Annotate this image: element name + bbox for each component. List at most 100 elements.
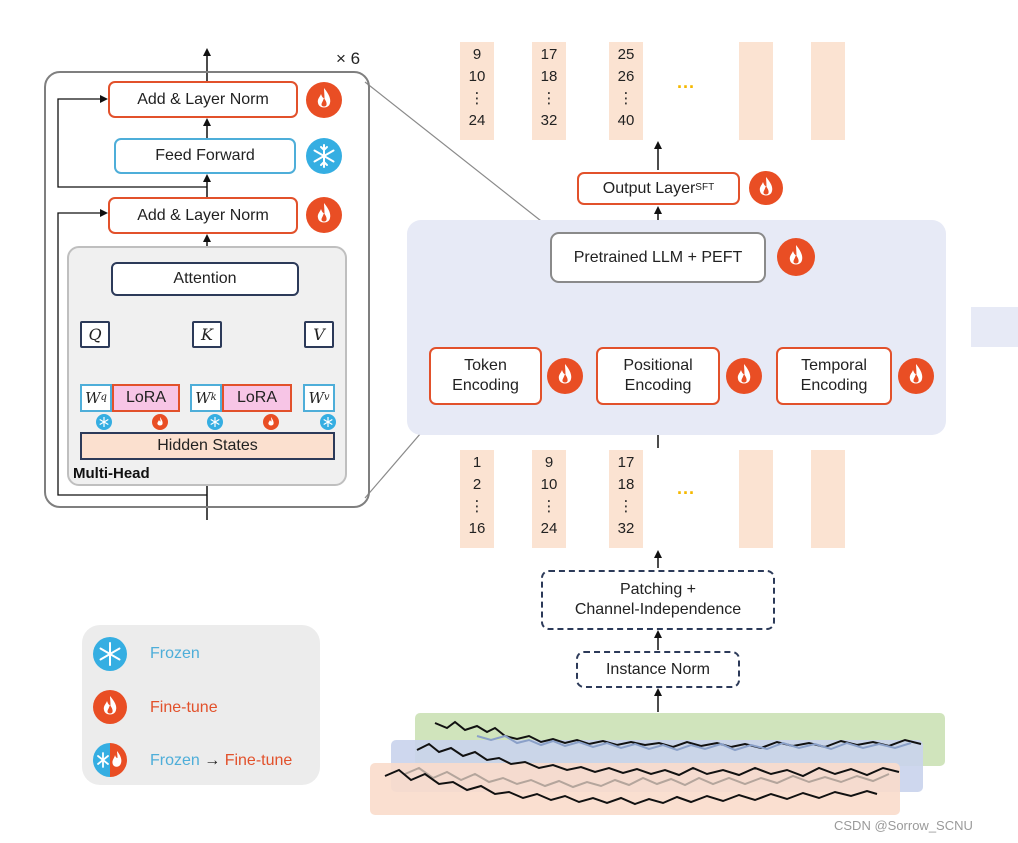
flame-icon (263, 414, 279, 430)
output-layer-label: Output Layer (602, 179, 696, 197)
series-line-4 (404, 766, 890, 789)
snowflake-icon (306, 138, 342, 174)
legend-frozen-to-finetune: Frozen → Fine-tune (150, 752, 292, 770)
flame-icon (749, 171, 783, 205)
snowflake-icon (96, 414, 112, 430)
temporal-encoding-label: Temporal Encoding (800, 357, 868, 394)
lora-k-label: LoRA (236, 389, 278, 406)
attention-label: Attention (173, 270, 237, 287)
output-patch-2: 17 18 ⋮ 32 (532, 42, 566, 140)
snowflake-icon (93, 637, 127, 671)
wq-label: W (85, 388, 101, 407)
hidden-states-label: Hidden States (157, 437, 258, 454)
multi-head-label: Multi-Head (73, 465, 150, 482)
output-patch-2-dots: ⋮ (541, 90, 557, 107)
output-patch-1-dots: ⋮ (469, 90, 485, 107)
input-patch-3-mid: 18 (617, 476, 635, 493)
output-patch-empty-1 (739, 42, 773, 140)
v-box[interactable]: V (304, 321, 334, 348)
time-series-channels (370, 713, 945, 815)
wq-subscript: q (100, 391, 107, 403)
output-ellipsis: ... (677, 72, 696, 92)
input-ellipsis: ... (677, 478, 696, 498)
snowflake-icon (207, 414, 223, 430)
q-box[interactable]: Q (80, 321, 110, 348)
flame-icon (93, 690, 127, 724)
output-patch-3: 25 26 ⋮ 40 (609, 42, 643, 140)
instance-norm-box[interactable]: Instance Norm (576, 651, 740, 688)
patching-box[interactable]: Patching + Channel-Independence (541, 570, 775, 630)
legend-finetune: Fine-tune (150, 699, 218, 716)
instance-norm-label: Instance Norm (605, 660, 711, 678)
token-encoding-label: Token Encoding (452, 357, 519, 394)
partial-panel-edge (971, 307, 1018, 347)
series-line-3 (416, 742, 900, 778)
output-patch-2-mid: 18 (540, 68, 558, 85)
output-patch-1: 9 10 ⋮ 24 (460, 42, 494, 140)
attention-box[interactable]: Attention (111, 262, 299, 296)
input-patch-3-top: 17 (617, 454, 635, 471)
add-layer-norm-bottom-label: Add & Layer Norm (137, 206, 269, 224)
input-patch-2-dots: ⋮ (541, 498, 557, 515)
legend-arrow: → (204, 752, 221, 769)
feed-forward-label: Feed Forward (155, 147, 255, 164)
input-patch-1: 1 2 ⋮ 16 (460, 450, 494, 548)
lora-box-q[interactable]: LoRA (112, 384, 180, 412)
lora-box-k[interactable]: LoRA (222, 384, 292, 412)
output-patch-1-bottom: 24 (468, 112, 486, 129)
add-layer-norm-top[interactable]: Add & Layer Norm (108, 81, 298, 118)
k-label: K (201, 324, 213, 344)
input-patch-3: 17 18 ⋮ 32 (609, 450, 643, 548)
input-patch-empty-1 (739, 450, 773, 548)
flame-icon (547, 358, 583, 394)
output-patch-3-bottom: 40 (617, 112, 635, 129)
feed-forward-box[interactable]: Feed Forward (114, 138, 296, 174)
hidden-states-box[interactable]: Hidden States (80, 432, 335, 460)
output-layer-subscript: SFT (695, 182, 715, 194)
output-patch-1-mid: 10 (468, 68, 486, 85)
flame-icon (306, 82, 342, 118)
input-patch-empty-2 (811, 450, 845, 548)
token-encoding-box[interactable]: Token Encoding (429, 347, 542, 405)
positional-encoding-box[interactable]: Positional Encoding (596, 347, 720, 405)
add-layer-norm-top-label: Add & Layer Norm (137, 90, 269, 108)
temporal-encoding-box[interactable]: Temporal Encoding (776, 347, 892, 405)
wv-label: W (308, 388, 324, 407)
output-patch-empty-2 (811, 42, 845, 140)
repeat-label: × 6 (336, 49, 361, 68)
output-patch-1-top: 9 (472, 46, 482, 63)
input-patch-2: 9 10 ⋮ 24 (532, 450, 566, 548)
wk-subscript: k (210, 391, 217, 403)
pretrained-llm-box[interactable]: Pretrained LLM + PEFT (550, 232, 766, 283)
channel-orange-band (370, 763, 900, 815)
legend-frozen: Frozen (150, 645, 200, 662)
input-patch-1-bottom: 16 (468, 520, 486, 537)
lora-q-label: LoRA (125, 389, 167, 406)
input-patch-1-mid: 2 (472, 476, 482, 493)
series-line-5 (384, 768, 878, 806)
watermark: CSDN @Sorrow_SCNU (834, 818, 973, 833)
input-patch-3-dots: ⋮ (618, 498, 634, 515)
q-label: Q (88, 324, 102, 344)
input-patch-1-dots: ⋮ (469, 498, 485, 515)
output-patch-2-bottom: 32 (540, 112, 558, 129)
k-box[interactable]: K (192, 321, 222, 348)
patching-label: Patching + Channel-Independence (574, 581, 742, 618)
add-layer-norm-bottom[interactable]: Add & Layer Norm (108, 197, 298, 234)
pretrained-llm-label: Pretrained LLM + PEFT (573, 248, 743, 266)
output-patch-3-mid: 26 (617, 68, 635, 85)
legend-finetune-part: Fine-tune (224, 752, 293, 769)
flame-icon (726, 358, 762, 394)
frozen-to-finetune-icon (93, 743, 127, 777)
input-patch-2-bottom: 24 (540, 520, 558, 537)
input-patch-1-top: 1 (472, 454, 482, 471)
flame-icon (898, 358, 934, 394)
output-patch-2-top: 17 (540, 46, 558, 63)
input-patch-3-bottom: 32 (617, 520, 635, 537)
output-patch-3-dots: ⋮ (618, 90, 634, 107)
